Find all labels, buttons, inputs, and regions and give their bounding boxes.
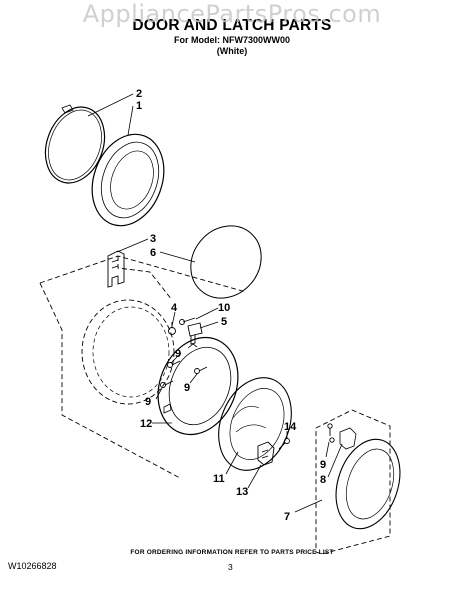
document-number: W10266828 bbox=[8, 561, 57, 571]
door-glass bbox=[190, 225, 262, 299]
callout-7: 7 bbox=[284, 511, 290, 523]
leader-lines bbox=[87, 93, 343, 513]
ordering-note: FOR ORDERING INFORMATION REFER TO PARTS … bbox=[130, 549, 334, 556]
callout-1: 1 bbox=[136, 100, 142, 112]
door-opening-outline bbox=[81, 299, 175, 405]
callout-9-d: 9 bbox=[320, 459, 326, 471]
callout-9-b: 9 bbox=[184, 382, 190, 394]
door-seal-ring bbox=[44, 104, 106, 184]
callout-4: 4 bbox=[171, 302, 178, 314]
inner-door-frame bbox=[157, 336, 239, 436]
callout-11: 11 bbox=[213, 473, 225, 485]
screw-part-10 bbox=[179, 317, 196, 325]
latch-hook bbox=[257, 441, 275, 466]
callout-10: 10 bbox=[218, 302, 230, 314]
callout-5: 5 bbox=[221, 316, 227, 328]
page-title: DOOR AND LATCH PARTS bbox=[132, 17, 332, 34]
front-panel-outline bbox=[39, 255, 247, 479]
screw-part-4 bbox=[168, 322, 176, 335]
callout-14: 14 bbox=[284, 421, 297, 433]
screw-part-14 bbox=[278, 438, 290, 450]
callout-2: 2 bbox=[136, 88, 142, 100]
model-label: For Model: NFW7300WW00 bbox=[173, 35, 290, 45]
page-number: 3 bbox=[228, 562, 233, 572]
callout-13: 13 bbox=[236, 486, 248, 498]
outer-door-trim bbox=[91, 133, 165, 227]
callout-3: 3 bbox=[150, 233, 156, 245]
complete-door-assembly bbox=[315, 409, 401, 555]
screw-part-9-c bbox=[160, 380, 174, 388]
callout-8: 8 bbox=[320, 474, 326, 486]
screw-part-9-d bbox=[327, 423, 335, 443]
callout-9-c: 9 bbox=[145, 396, 151, 408]
color-label: (White) bbox=[216, 46, 248, 56]
door-opening-inner-outline bbox=[92, 306, 170, 398]
inner-door-bowl bbox=[218, 377, 292, 471]
callout-9-a: 9 bbox=[175, 348, 181, 360]
screw-part-9-b bbox=[194, 366, 208, 374]
callout-12: 12 bbox=[140, 418, 152, 430]
latch-bracket bbox=[107, 250, 125, 288]
screw-part-9-a bbox=[167, 360, 181, 368]
callout-6: 6 bbox=[150, 247, 156, 259]
